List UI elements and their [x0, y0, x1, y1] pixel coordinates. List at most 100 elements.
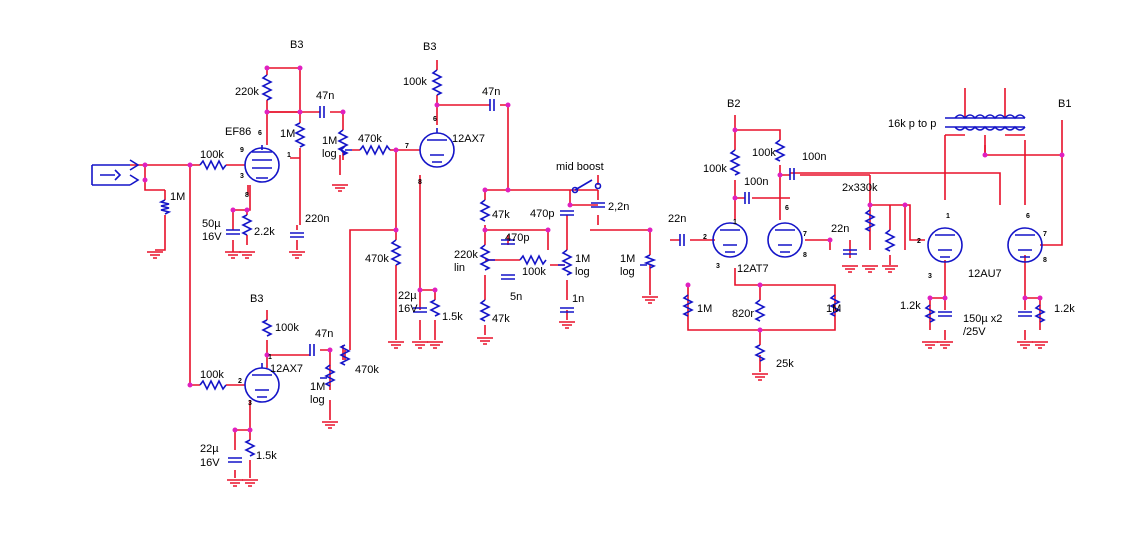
label-820r: 820r [732, 308, 754, 320]
label-2n2: 2,2n [608, 201, 629, 213]
label-1k2-b: 1.2k [1054, 303, 1075, 315]
resistor-input-100k [199, 159, 227, 171]
resistor-1k5-b [244, 439, 256, 457]
cap-150u-b [1018, 311, 1032, 317]
label-100n-a: 100n [744, 176, 768, 188]
label-22n-a: 22n [668, 213, 686, 225]
resistor-47k-top [479, 199, 491, 222]
resistor-100k-d [199, 379, 227, 391]
svg-text:6: 6 [1026, 213, 1030, 220]
resistor-100k-c [261, 319, 273, 337]
svg-text:6: 6 [785, 205, 789, 212]
label-pot-1m-d-log: log [620, 266, 635, 278]
label-100k-f: 100k [703, 163, 727, 175]
label-b3-top2: B3 [423, 41, 436, 53]
label-100n-b: 100n [802, 151, 826, 163]
svg-text:3: 3 [716, 263, 720, 270]
cap-50u [226, 229, 240, 235]
label-25k: 25k [776, 358, 794, 370]
label-47n-c: 47n [315, 328, 333, 340]
cap-100n-a [744, 192, 750, 204]
label-47n-b: 47n [482, 86, 500, 98]
label-pot-1m-a: 1M [322, 135, 337, 147]
tube-12at7-a [712, 222, 748, 258]
svg-text:7: 7 [405, 143, 409, 150]
resistor-1m-a [294, 122, 306, 148]
cap-22u-b [228, 457, 242, 463]
resistor-330k-b [884, 229, 896, 252]
labels: B3 B3 B3 B2 B1 220k 47n EF86 1M 1M log 4… [170, 39, 1075, 469]
svg-text:1: 1 [733, 219, 737, 226]
label-2x330k: 2x330k [842, 182, 878, 194]
resistor-1k5-a [429, 299, 441, 317]
svg-text:3: 3 [240, 173, 244, 180]
label-b3-top1: B3 [290, 39, 303, 51]
resistor-2k2 [241, 214, 253, 236]
label-5n: 5n [510, 291, 522, 303]
label-1m-c: 1M [826, 303, 841, 315]
tube-12au7-b [1007, 227, 1043, 263]
label-220k-lin: lin [454, 262, 465, 274]
cap-100n-b [789, 168, 795, 180]
svg-text:2: 2 [238, 378, 242, 385]
label-220n: 220n [305, 213, 329, 225]
pin-numbers: 6 9 3 1 8 6 7 8 1 2 3 2 1 6 7 3 8 1 2 3 … [238, 116, 1047, 407]
label-22u-b: 22µ [200, 443, 219, 455]
svg-text:7: 7 [1043, 231, 1047, 238]
label-1m-in: 1M [170, 191, 185, 203]
pot-1m-d [640, 254, 657, 269]
label-100k-b: 100k [403, 76, 427, 88]
svg-text:3: 3 [248, 400, 252, 407]
svg-text:9: 9 [240, 147, 244, 154]
label-22n-b: 22n [831, 223, 849, 235]
label-470p-a: 470p [530, 208, 554, 220]
label-pot-1m-b-log: log [310, 394, 325, 406]
cap-5n [501, 274, 515, 280]
label-1n: 1n [572, 293, 584, 305]
resistor-820r [754, 299, 766, 322]
resistor-100k-b [431, 69, 443, 96]
resistor-470k-b [390, 239, 402, 266]
resistor-25k [754, 344, 766, 362]
label-mid-boost: mid boost [556, 161, 604, 173]
cap-220n [290, 232, 304, 238]
cap-470p-b [501, 239, 515, 245]
cap-47n-c [309, 344, 315, 356]
cap-47n-a [319, 106, 325, 118]
label-22u-b-v: 16V [200, 457, 220, 469]
label-pot-1m-a-log: log [322, 148, 337, 160]
tube-12au7-a [927, 227, 963, 263]
label-220k: 220k [235, 86, 259, 98]
cap-47n-b [489, 99, 495, 111]
label-pot-1m-d: 1M [620, 253, 635, 265]
label-1k5-b: 1.5k [256, 450, 277, 462]
label-xfmr: 16k p to p [888, 118, 936, 130]
label-100k-d: 100k [200, 369, 224, 381]
label-47k-top: 47k [492, 209, 510, 221]
svg-text:8: 8 [803, 252, 807, 259]
svg-text:1: 1 [287, 152, 291, 159]
cap-22n-b [843, 249, 857, 255]
label-220k: 220k [454, 249, 478, 261]
resistor-1k2-b [1034, 304, 1046, 323]
svg-text:8: 8 [418, 179, 422, 186]
label-100k-in: 100k [200, 149, 224, 161]
svg-text:6: 6 [433, 116, 437, 123]
output-transformer [945, 114, 1026, 131]
label-50u: 50µ [202, 218, 221, 230]
pot-1m-c [558, 249, 573, 276]
cap-1n [560, 307, 574, 313]
label-pot-1m-c: 1M [575, 253, 590, 265]
resistor-220k [261, 74, 273, 101]
svg-text:1: 1 [268, 354, 272, 361]
svg-text:2: 2 [703, 234, 707, 241]
label-50u-v: 16V [202, 231, 222, 243]
pot-1m-b [320, 364, 336, 387]
resistor-330k-a [864, 209, 876, 232]
label-22u-a: 22µ [398, 290, 417, 302]
label-ef86: EF86 [225, 126, 251, 138]
junction-nodes [142, 65, 1065, 433]
label-1k2-a: 1.2k [900, 300, 921, 312]
svg-text:1: 1 [946, 213, 950, 220]
label-47k-bot: 47k [492, 313, 510, 325]
